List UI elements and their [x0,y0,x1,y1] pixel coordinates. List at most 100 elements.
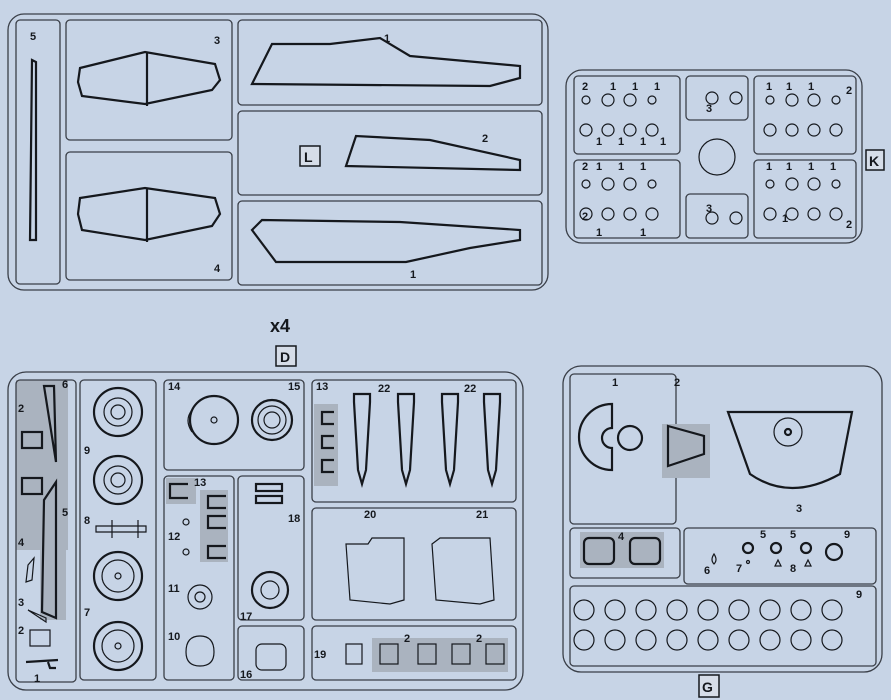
part-label: 2 [476,633,482,645]
part-label: 5 [30,31,36,43]
part-label: 4 [618,531,625,543]
small-disc [769,541,783,555]
disc [697,599,719,621]
disc [831,95,841,105]
disc [581,95,591,105]
disc [790,629,812,651]
part-2 [666,424,706,468]
part-label: 9 [84,445,90,457]
sprue-letter-k: K [869,153,879,169]
part-3 [27,609,47,624]
part-22 [352,392,372,489]
part-label: 1 [384,33,390,45]
part-4 [25,556,35,583]
part-label: 1 [640,227,646,239]
part-4-window [582,536,616,566]
disc [829,207,843,221]
part-2-block [379,643,399,665]
disc [807,93,821,107]
part-2-block [451,643,471,665]
part-20 [345,537,405,605]
part-label: 6 [62,379,68,391]
part-label: 5 [62,507,68,519]
disc [785,123,799,137]
disc [821,629,843,651]
wheel [92,454,144,506]
disc [623,207,637,221]
disc [601,177,615,191]
part-2-small [29,629,51,647]
sprue-letter-l: L [304,149,313,165]
disc [807,177,821,191]
part-9-discs [573,599,843,651]
part-1-dish [577,402,614,472]
small-disc [741,541,755,555]
part-label: 1 [786,81,792,93]
hub-ring [698,138,736,176]
disc [729,211,743,225]
part-label: 2 [582,81,588,93]
part-label: 2 [582,161,588,173]
part-5 [40,478,58,620]
disc [635,629,657,651]
disc [790,599,812,621]
part-label: 9 [856,589,862,601]
part-label: 2 [674,377,680,389]
disc [581,179,591,189]
part-label: 2 [404,633,410,645]
part-label: 8 [790,563,796,575]
part-label: 1 [596,136,602,148]
part-label: 1 [766,81,772,93]
part-label: 2 [846,219,852,231]
disc [785,207,799,221]
disc [645,207,659,221]
sprue-g-frame [562,365,883,673]
part-label: 1 [618,136,624,148]
part-label: 18 [288,513,300,525]
disc [579,123,593,137]
part-label: 1 [34,673,40,685]
part-14 [188,394,240,446]
part-label: 1 [410,269,416,281]
part-label: 1 [640,136,646,148]
quantity-multiplier: x4 [270,316,290,336]
part-label: 1 [654,81,660,93]
part-label: 1 [640,161,646,173]
part-label: 9 [844,529,850,541]
disc [759,599,781,621]
part-11 [187,584,213,610]
disc [647,95,657,105]
disc [647,179,657,189]
part-3-stabilizer [76,50,222,106]
disc [705,211,719,225]
part-16 [255,643,287,671]
disc [604,629,626,651]
disc [666,629,688,651]
part-label: 5 [760,529,766,541]
part-label: 22 [378,383,390,395]
part-label: 3 [706,103,712,115]
part-label: 1 [618,161,624,173]
part-5-strut [28,58,38,242]
disc [807,123,821,137]
part-19 [345,643,363,665]
part-label: 5 [790,529,796,541]
disc [623,123,637,137]
small-disc [824,542,844,562]
disc [579,207,593,221]
part-label: 3 [796,503,802,515]
part-2-block [417,643,437,665]
part-label: 14 [168,381,181,393]
part-label: 1 [766,161,772,173]
part-label: 8 [84,515,90,527]
disc [763,207,777,221]
disc [623,177,637,191]
part-label: 2 [582,211,588,223]
part-label: 1 [632,81,638,93]
part-2 [20,430,44,450]
sprue-k-frame [565,69,863,244]
part-label: 2 [18,625,24,637]
part-22 [482,392,502,489]
wheel [92,386,144,438]
